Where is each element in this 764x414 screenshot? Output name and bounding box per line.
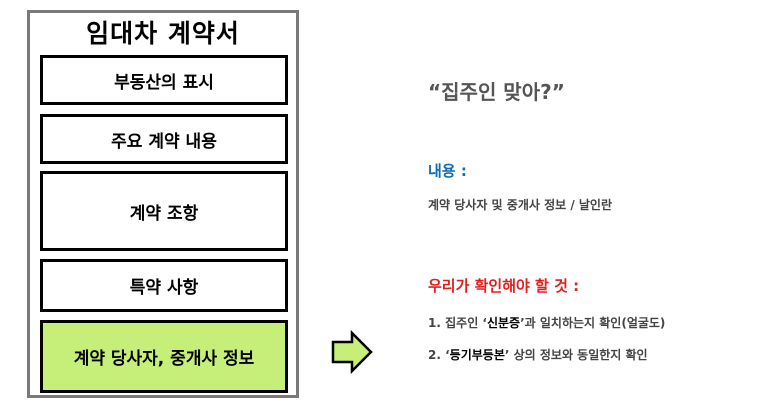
item-text-pre: 집주인 ‘ — [445, 316, 487, 330]
check-item: 2. ‘등기부등본’ 상의 정보와 동일한지 확인 — [428, 346, 648, 363]
item-text-post: ’ 상의 정보와 동일한지 확인 — [504, 348, 648, 362]
item-text-pre: ‘ — [445, 348, 450, 362]
content-text: 계약 당사자 및 중개사 정보 / 날인란 — [428, 198, 613, 212]
section-main-terms: 주요 계약 내용 — [40, 114, 288, 164]
item-text-post: ’과 일치하는지 확인(얼굴도) — [520, 316, 666, 330]
item-number: 2. — [428, 348, 441, 362]
check-heading: 우리가 확인해야 할 것 : — [428, 277, 580, 295]
item-text-bold: 신분증 — [486, 316, 521, 330]
item-number: 1. — [428, 316, 441, 330]
right-arrow-icon — [331, 330, 373, 374]
section-special-terms: 특약 사항 — [40, 259, 288, 312]
content-heading: 내용 : — [428, 162, 467, 180]
section-contract-clauses: 계약 조항 — [40, 171, 288, 251]
section-property-description: 부동산의 표시 — [40, 55, 288, 105]
item-text-bold: 등기부등본 — [449, 348, 505, 362]
check-item: 1. 집주인 ‘신분증’과 일치하는지 확인(얼굴도) — [428, 314, 665, 331]
lease-contract-document: 임대차 계약서 부동산의 표시 주요 계약 내용 계약 조항 특약 사항 계약 … — [27, 10, 299, 398]
question-title: “집주인 맞아?” — [428, 80, 565, 104]
section-parties-agent-info: 계약 당사자, 중개사 정보 — [40, 320, 288, 393]
document-title: 임대차 계약서 — [86, 19, 240, 48]
